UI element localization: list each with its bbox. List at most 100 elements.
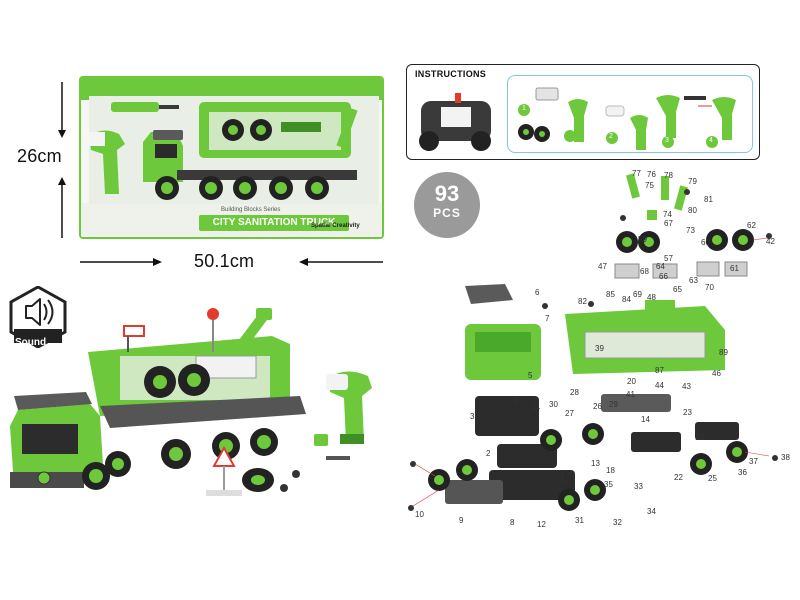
part-number-label: 84 — [622, 295, 631, 304]
part-number-label: 37 — [749, 457, 758, 466]
part-number-label: 63 — [689, 276, 698, 285]
chassis-parts — [445, 394, 739, 504]
part-number-label: 85 — [606, 290, 615, 299]
part-number-label: 39 — [595, 344, 604, 353]
part-number-label: 13 — [591, 459, 600, 468]
width-label: 50.1cm — [194, 251, 255, 271]
part-number-label: 69 — [633, 290, 642, 299]
part-number-label: 44 — [655, 381, 664, 390]
part-number-label: 48 — [647, 293, 656, 302]
pieces-count: 93 — [434, 181, 460, 206]
part-number-label: 7 — [545, 314, 550, 323]
part-number-label: 12 — [537, 520, 546, 529]
instruction-step-number: 2 — [609, 133, 613, 140]
part-number-label: 22 — [674, 473, 683, 482]
part-number-label: 34 — [647, 507, 656, 516]
instructions-steps-frame: 1 2 3 4 — [507, 75, 753, 153]
roof-part — [465, 284, 513, 304]
part-number-label: 42 — [766, 237, 775, 246]
pieces-count-badge: 93 PCS — [414, 172, 480, 238]
crane-parts — [626, 173, 688, 220]
part-number-label: 68 — [640, 267, 649, 276]
part-number-label: 31 — [575, 516, 584, 525]
height-label: 26cm — [17, 146, 62, 166]
instructions-panel: INSTRUCTIONS — [406, 64, 760, 160]
part-number-label: 36 — [738, 468, 747, 477]
part-number-label: 33 — [634, 482, 643, 491]
part-number-label: 66 — [659, 272, 668, 281]
part-number-label: 47 — [598, 262, 607, 271]
part-number-label: 1 — [560, 474, 565, 483]
part-number-label: 8 — [510, 518, 515, 527]
part-number-label: 14 — [641, 415, 650, 424]
part-number-label: 5 — [528, 371, 533, 380]
product-box: Building Blocks Series CITY SANITATION T… — [79, 76, 384, 239]
part-number-label: 6 — [535, 288, 540, 297]
part-number-label: 38 — [781, 453, 790, 462]
part-number-label: 28 — [570, 388, 579, 397]
part-number-label: 73 — [686, 226, 695, 235]
part-number-label: 3 — [470, 412, 475, 421]
box-series-label: Building Blocks Series — [221, 207, 281, 213]
part-number-label: 77 — [632, 169, 641, 178]
instructions-steps-illustration — [518, 87, 736, 150]
part-number-label: 2 — [486, 449, 491, 458]
package-photo: 26cm 50.1cm — [0, 0, 400, 280]
container-part — [565, 300, 725, 374]
pieces-unit: PCS — [433, 206, 461, 220]
part-number-label: 30 — [549, 400, 558, 409]
part-number-label: 46 — [712, 369, 721, 378]
part-number-label: 78 — [664, 171, 673, 180]
instruction-step-number: 3 — [665, 137, 669, 144]
part-number-label: 20 — [627, 377, 636, 386]
assembled-truck-illustration — [10, 308, 372, 496]
box-diy-label: Spatial Creativity — [311, 223, 360, 229]
part-number-label: 89 — [719, 348, 728, 357]
box-window-illustration — [89, 96, 379, 204]
box-top-band — [81, 78, 382, 100]
speaker-icon — [25, 298, 54, 326]
part-number-label: 61 — [730, 264, 739, 273]
part-number-label: 23 — [683, 408, 692, 417]
part-number-label: 43 — [682, 382, 691, 391]
part-number-label: 32 — [613, 518, 622, 527]
lower-wheels — [428, 423, 748, 511]
part-number-label: 81 — [704, 195, 713, 204]
width-dimension-arrow — [80, 258, 383, 266]
screws — [408, 189, 778, 511]
instruction-step-number: 1 — [522, 105, 526, 112]
instructions-base-illustration — [419, 93, 491, 151]
bracket-parts — [614, 261, 748, 279]
sound-label: Sound — [15, 337, 47, 348]
exploded-parts-diagram — [408, 173, 778, 511]
box-title: CITY SANITATION TRUCK — [199, 215, 349, 231]
part-number-label: 35 — [604, 480, 613, 489]
instruction-step-number: 4 — [709, 137, 713, 144]
cab-part — [465, 324, 541, 380]
part-number-label: 67 — [664, 219, 673, 228]
sound-badge — [9, 286, 67, 348]
part-number-label: 9 — [459, 516, 464, 525]
part-number-label: 57 — [664, 254, 673, 263]
part-number-label: 70 — [705, 283, 714, 292]
part-number-label: 10 — [415, 510, 424, 519]
part-number-label: 64 — [656, 262, 665, 271]
part-number-label: 29 — [609, 400, 618, 409]
instructions-title: INSTRUCTIONS — [415, 69, 487, 79]
part-number-label: 79 — [688, 177, 697, 186]
part-number-label: 80 — [688, 206, 697, 215]
part-number-label: 26 — [593, 402, 602, 411]
height-dimension-arrow — [58, 82, 66, 238]
part-number-label: 87 — [655, 366, 664, 375]
part-number-label: 76 — [647, 170, 656, 179]
part-number-label: 62 — [747, 221, 756, 230]
part-number-label: 19 — [695, 433, 704, 442]
upper-wheels — [616, 229, 754, 253]
part-number-label: 74 — [663, 210, 672, 219]
part-number-label: 41 — [626, 390, 635, 399]
part-number-label: 59 — [638, 235, 647, 244]
part-number-label: 82 — [578, 297, 587, 306]
part-number-label: 60 — [701, 238, 710, 247]
part-number-label: 25 — [708, 474, 717, 483]
part-number-label: 65 — [673, 285, 682, 294]
